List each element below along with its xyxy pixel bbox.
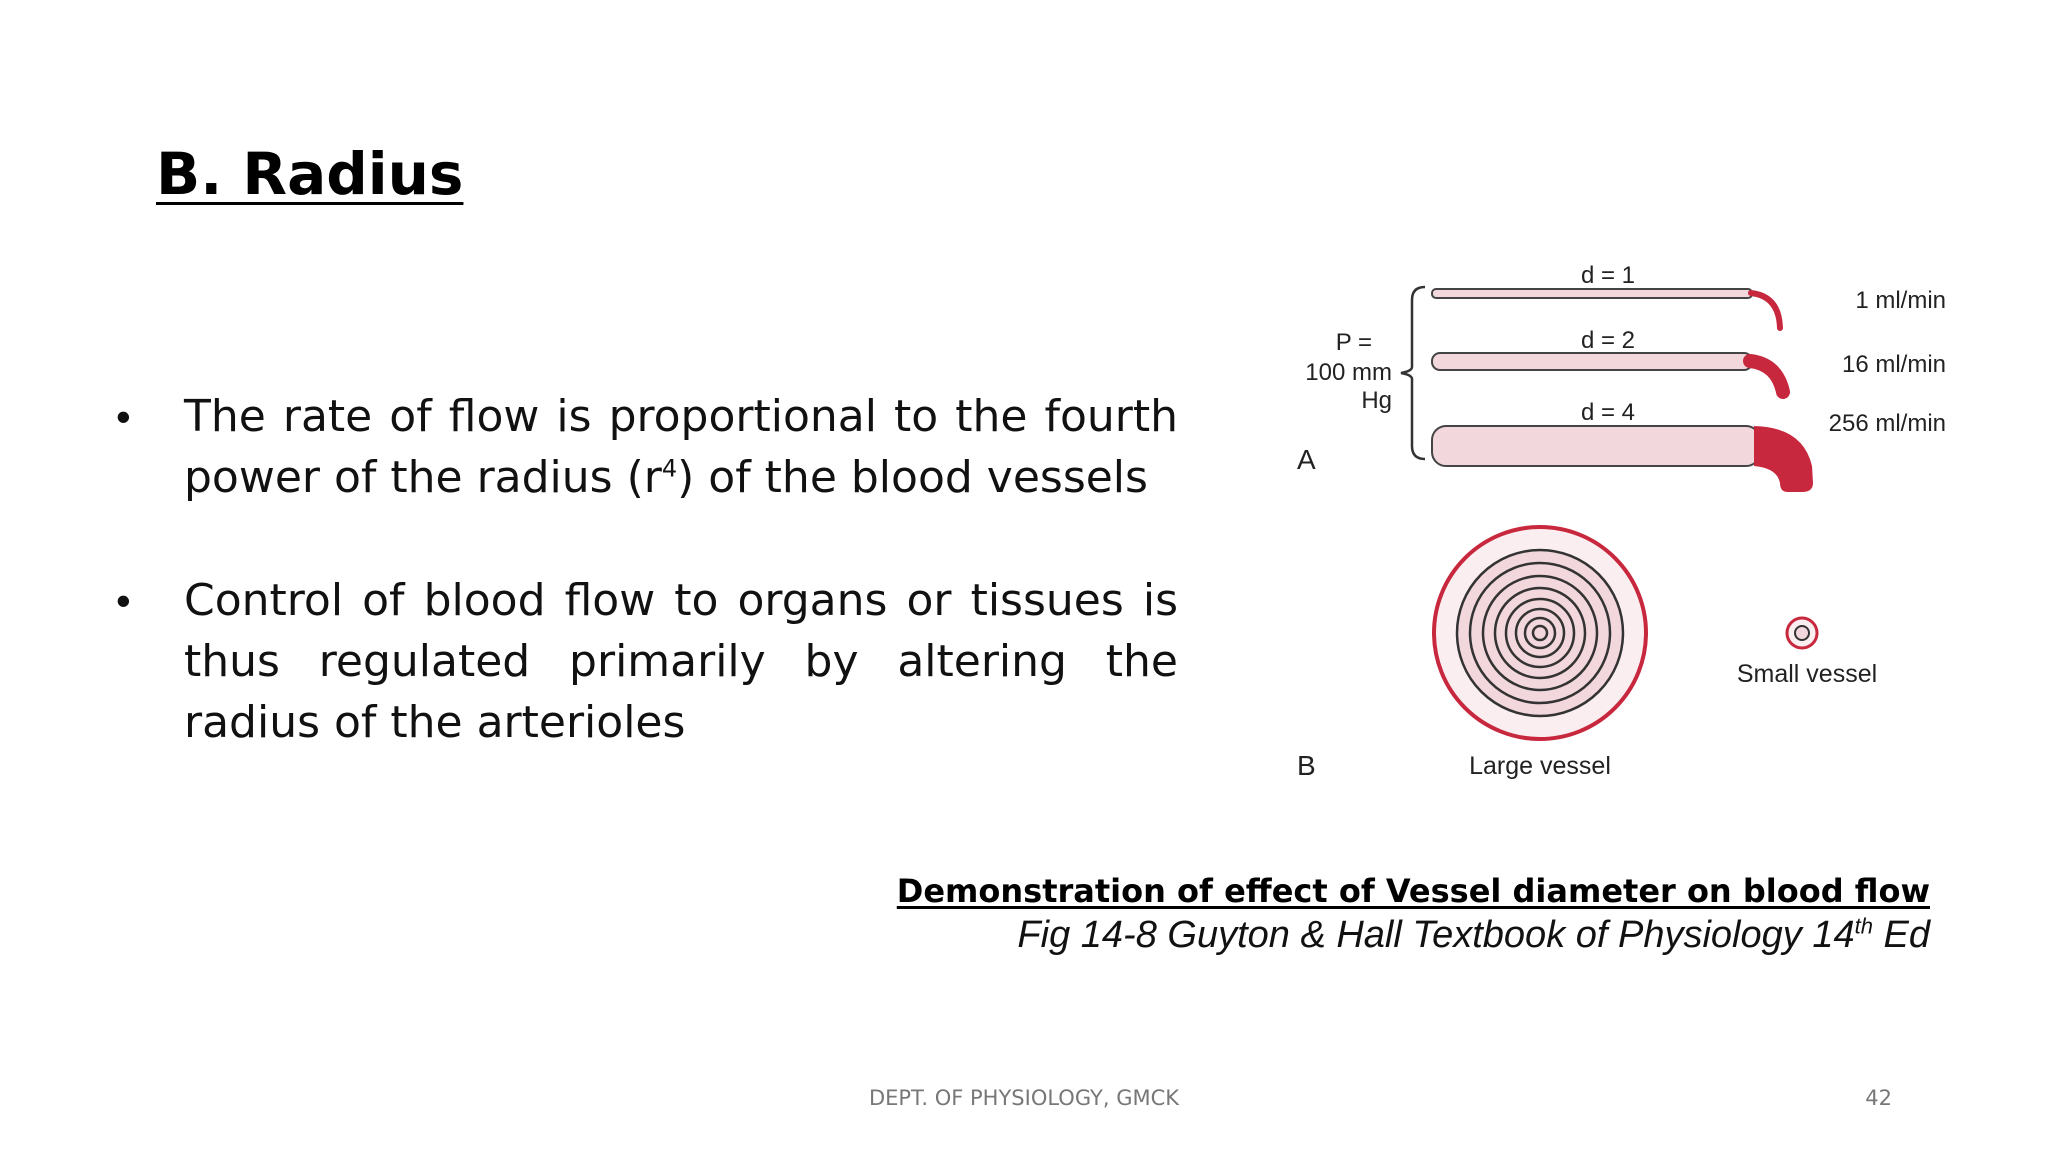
page-number: 42 xyxy=(1865,1086,1892,1110)
flow-rate-label: 16 ml/min xyxy=(1842,351,1946,378)
bullet-marker: • xyxy=(116,393,131,440)
diameter-label: d = 4 xyxy=(1581,399,1635,426)
figure-caption-reference: Fig 14-8 Guyton & Hall Textbook of Physi… xyxy=(1017,914,1930,957)
large-vessel-label: Large vessel xyxy=(1469,752,1611,780)
slide-title: B. Radius xyxy=(156,140,464,208)
bullet-text: Control of blood flow to organs or tissu… xyxy=(184,575,1178,748)
bullet-marker: • xyxy=(116,577,131,624)
small-vessel-lumen xyxy=(1794,625,1810,641)
vessel-diameter-figure: A P = 100 mm Hg d = 1 1 ml/min d = 2 16 … xyxy=(1297,262,1946,781)
bullet-list: • The rate of flow is proportional to th… xyxy=(108,386,1178,815)
pressure-brace xyxy=(1400,285,1426,461)
footer-department: DEPT. OF PHYSIOLOGY, GMCK xyxy=(868,1086,1180,1110)
caption-ref-text-end: Ed xyxy=(1872,914,1931,956)
flow-lamina-rings xyxy=(1468,561,1612,705)
caption-ref-text: Fig 14-8 Guyton & Hall Textbook of Physi… xyxy=(1017,914,1855,956)
panel-b-label: B xyxy=(1297,750,1316,781)
pressure-label-line1: P = xyxy=(1336,329,1372,356)
diameter-label: d = 1 xyxy=(1581,262,1635,289)
panel-a-label: A xyxy=(1297,444,1316,475)
blood-outflow-small xyxy=(1748,290,1783,331)
vessel-tube-large xyxy=(1431,425,1761,467)
diameter-label: d = 2 xyxy=(1581,327,1635,354)
figure-caption-title: Demonstration of effect of Vessel diamet… xyxy=(896,872,1930,910)
bullet-text: The rate of flow is proportional to the … xyxy=(184,386,1178,508)
bullet-item: • Control of blood flow to organs or tis… xyxy=(108,570,1178,753)
bullet-text-part: ) of the blood vessels xyxy=(677,452,1148,503)
blood-outflow-large xyxy=(1754,426,1813,492)
bullet-item: • The rate of flow is proportional to th… xyxy=(108,386,1178,508)
vessel-tube-small xyxy=(1431,288,1753,299)
caption-ref-superscript: th xyxy=(1854,913,1873,939)
pressure-label-line2: 100 mm xyxy=(1305,359,1392,386)
bullet-text-part: The rate of flow is proportional to the … xyxy=(184,391,1178,503)
blood-outflow-medium xyxy=(1743,354,1790,399)
flow-rate-label: 256 ml/min xyxy=(1829,410,1946,437)
flow-rate-label: 1 ml/min xyxy=(1855,287,1946,314)
vessel-tube-medium xyxy=(1431,352,1753,371)
small-vessel-label: Small vessel xyxy=(1737,660,1877,688)
superscript: 4 xyxy=(661,454,678,483)
pressure-label-line3: Hg xyxy=(1361,387,1392,414)
large-vessel-lumen xyxy=(1455,548,1625,718)
